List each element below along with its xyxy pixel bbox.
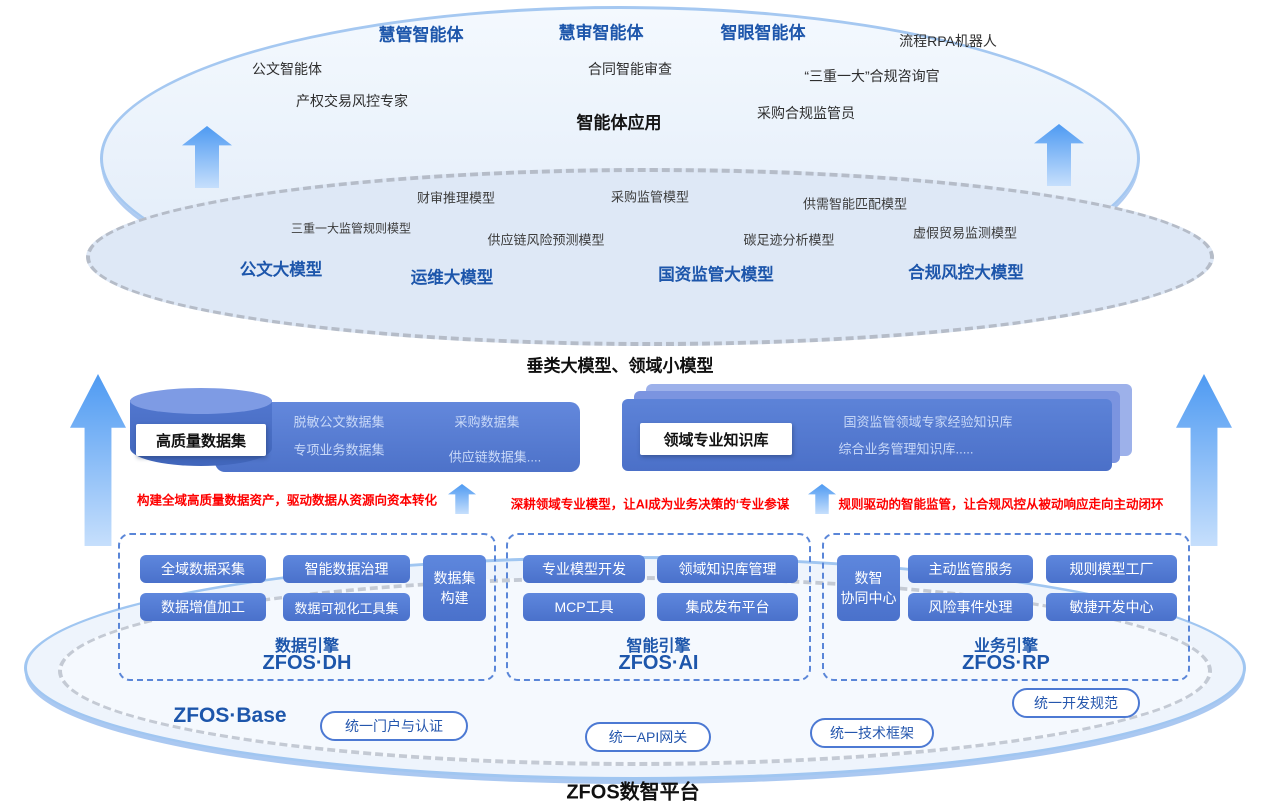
model-layer-caption: 垂类大模型、领域小模型: [526, 356, 714, 376]
engine-code-ai: ZFOS·AI: [618, 652, 699, 674]
chip-digital-collaboration-center: 数智 协同中心: [837, 555, 900, 621]
chip-label: 数智 协同中心: [840, 569, 897, 606]
engine-box-data: 全域数据采集 智能数据治理 数据集 构建 数据增值加工 数据可视化工具集 数据引…: [118, 533, 496, 681]
agent-procurement-supervisor: 采购合规监管员: [757, 105, 855, 121]
chip-label: 集成发布平台: [685, 599, 770, 615]
knowledge-item-guozi: 国资监管领域专家经验知识库: [843, 414, 1013, 430]
engine-name-business: 业务引擎: [973, 638, 1038, 655]
chip-integration-platform: 集成发布平台: [657, 593, 798, 621]
chip-rule-model-factory: 规则模型工厂: [1046, 555, 1177, 583]
chip-label: 敏捷开发中心: [1069, 599, 1154, 615]
chip-model-development: 专业模型开发: [523, 555, 645, 583]
agent-gongwen: 公文智能体: [252, 61, 322, 77]
chip-label: 专业模型开发: [542, 561, 626, 577]
engine-code-data: ZFOS·DH: [262, 652, 352, 674]
dataset-item-caigou: 采购数据集: [454, 414, 520, 430]
platform-title: ZFOS数智平台: [566, 781, 700, 804]
agent-huiguan: 慧管智能体: [378, 25, 464, 45]
dataset-label: 高质量数据集: [155, 432, 246, 450]
chip-label: 领域知识库管理: [678, 561, 777, 577]
up-arrow-mid-right: [1034, 124, 1084, 186]
chip-data-collection: 全域数据采集: [140, 555, 266, 583]
model-supply-demand-matching: 供需智能匹配模型: [802, 196, 908, 212]
engine-name-ai: 智能引擎: [626, 638, 691, 655]
pill-unified-portal-auth: 统一门户与认证: [320, 711, 468, 741]
chip-data-value-processing: 数据增值加工: [140, 593, 266, 621]
agent-rpa-robot: 流程RPA机器人: [899, 33, 997, 49]
pill-unified-tech-framework: 统一技术框架: [810, 718, 934, 748]
pill-label: 统一开发规范: [1034, 695, 1118, 711]
model-carbon-footprint: 碳足迹分析模型: [743, 232, 835, 248]
model-guozi-llm: 国资监管大模型: [658, 266, 774, 284]
agent-compliance-consultant: “三重一大”合规咨询官: [804, 68, 940, 84]
chip-knowledge-management: 领域知识库管理: [657, 555, 798, 583]
dataset-cylinder-top: [130, 388, 272, 414]
agent-property-risk-expert: 产权交易风控专家: [296, 93, 408, 109]
note-domain-models: 深耕领域专业模型，让AI成为业务决策的‘专业参谋: [510, 497, 790, 512]
pill-unified-api-gateway: 统一API网关: [585, 722, 711, 752]
dataset-item-gongyinglian: 供应链数据集....: [448, 449, 542, 465]
chip-label: 规则模型工厂: [1069, 561, 1154, 577]
chip-dataset-building: 数据集 构建: [423, 555, 486, 621]
engine-name-data: 数据引擎: [274, 638, 339, 655]
up-arrow-right-tall: [1176, 374, 1232, 546]
up-arrow-mid-left: [182, 126, 232, 188]
agent-huishen: 慧审智能体: [558, 23, 644, 43]
agent-zhiyan: 智眼智能体: [720, 23, 806, 43]
chip-label: 智能数据治理: [304, 561, 389, 577]
note-data-assets: 构建全域高质量数据资产，驱动数据从资源向资本转化: [136, 493, 438, 508]
agent-contract-review: 合同智能审查: [588, 61, 672, 77]
model-layer-ellipse: [86, 168, 1214, 346]
chip-label: 数据可视化工具集: [294, 600, 399, 616]
chip-active-supervision: 主动监管服务: [908, 555, 1033, 583]
dataset-item-gongwen: 脱敏公文数据集: [293, 414, 385, 430]
model-hegui-llm: 合规风控大模型: [908, 264, 1024, 282]
note-rule-driven: 规则驱动的智能监管，让合规风控从被动响应走向主动闭环: [838, 497, 1164, 512]
model-supplychain-risk: 供应链风险预测模型: [487, 232, 605, 248]
model-gongwen-llm: 公文大模型: [239, 261, 323, 279]
chip-label: 风险事件处理: [928, 599, 1013, 615]
up-arrow-small-right: [808, 484, 836, 514]
model-procurement-supervision: 采购监管模型: [610, 189, 690, 205]
agent-layer-title: 智能体应用: [576, 113, 662, 133]
knowledge-item-zonghe: 综合业务管理知识库.....: [838, 441, 974, 457]
chip-mcp-tools: MCP工具: [523, 593, 645, 621]
model-caishen-reasoning: 财审推理模型: [416, 190, 496, 206]
engine-box-business: 数智 协同中心 主动监管服务 规则模型工厂 风险事件处理 敏捷开发中心 业务引擎…: [822, 533, 1190, 681]
up-arrow-small-left: [448, 484, 476, 514]
chip-label: 全域数据采集: [161, 561, 245, 577]
model-yunwei-llm: 运维大模型: [410, 269, 494, 287]
chip-label: 数据集 构建: [433, 569, 476, 606]
model-fake-trade-detection: 虚假贸易监测模型: [912, 225, 1018, 241]
knowledge-label-tag: 领域专业知识库: [640, 423, 792, 455]
pill-label: 统一门户与认证: [345, 718, 443, 734]
dataset-tray: [215, 402, 580, 472]
up-arrow-left-tall: [70, 374, 126, 546]
chip-data-visualization-tools: 数据可视化工具集: [283, 593, 410, 621]
pill-unified-dev-standards: 统一开发规范: [1012, 688, 1140, 718]
chip-label: 数据增值加工: [161, 599, 245, 615]
chip-data-governance: 智能数据治理: [283, 555, 410, 583]
chip-agile-dev-center: 敏捷开发中心: [1046, 593, 1177, 621]
base-layer-label: ZFOS·Base: [173, 704, 287, 727]
engine-box-ai: 专业模型开发 领域知识库管理 MCP工具 集成发布平台 智能引擎 ZFOS·AI: [506, 533, 811, 681]
chip-label: MCP工具: [554, 599, 614, 615]
engine-code-business: ZFOS·RP: [962, 652, 1050, 674]
chip-label: 主动监管服务: [928, 561, 1013, 577]
model-sanzhongyida-rules: 三重一大监管规则模型: [290, 221, 412, 236]
pill-label: 统一API网关: [608, 729, 688, 745]
dataset-item-zhuanxiang: 专项业务数据集: [293, 442, 385, 458]
dataset-label-tag: 高质量数据集: [136, 424, 266, 456]
knowledge-label: 领域专业知识库: [663, 431, 769, 449]
chip-risk-event-handling: 风险事件处理: [908, 593, 1033, 621]
pill-label: 统一技术框架: [830, 725, 914, 741]
